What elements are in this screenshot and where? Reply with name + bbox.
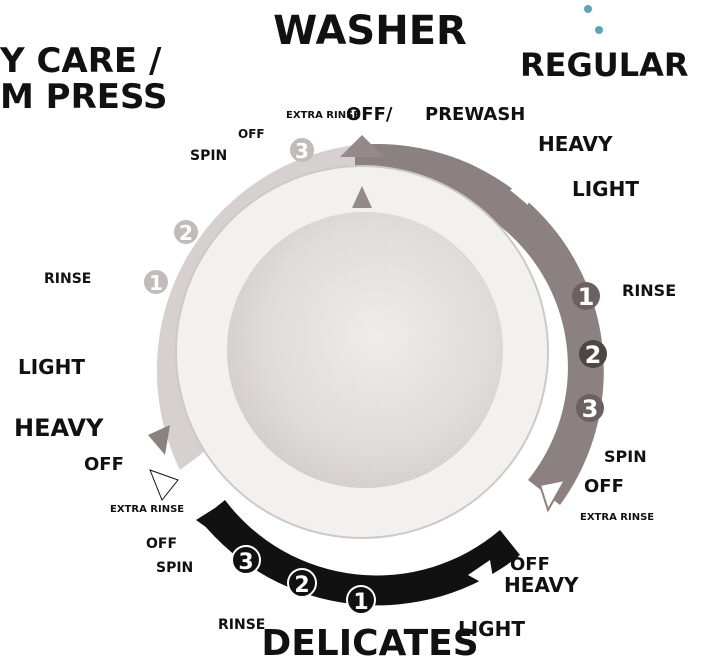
top-setting-marker (340, 135, 384, 157)
regular-rinse-label: RINSE (622, 281, 676, 300)
delicates-spin-label: SPIN (156, 560, 193, 576)
perm-step-2: 2 (179, 221, 193, 245)
regular-off-label: OFF/ (346, 104, 393, 125)
perm-off-label: OFF (238, 127, 265, 141)
delicates-extra-rinse2-label: EXTRA RINSE (580, 512, 654, 523)
regular-heavy-marker (492, 140, 520, 165)
delicates-band (200, 500, 520, 606)
perm-off2-label: OFF (84, 454, 124, 475)
perm-rinse-label: RINSE (44, 271, 91, 287)
delicates-light-label: LIGHT (458, 617, 525, 641)
regular-extra-rinse-label: EXTRA RINSE (286, 110, 360, 121)
regular-header: REGULAR (520, 46, 689, 84)
regular-light-label: LIGHT (572, 177, 639, 201)
perm-spin-label: SPIN (190, 148, 227, 164)
washer-title: WASHER (273, 8, 467, 54)
delicates-extra-rinse-label: EXTRA RINSE (110, 504, 184, 515)
perm-care-header-line1: Y CARE / (0, 41, 162, 81)
regular-spin-label: SPIN (604, 447, 647, 466)
delicates-rinse-label: RINSE (218, 617, 265, 633)
delicates-off-marker (196, 508, 215, 530)
perm-heavy-marker (148, 425, 170, 455)
perm-light-label: LIGHT (18, 355, 85, 379)
perm-step-3: 3 (295, 139, 309, 163)
delicates-off2-label: OFF (510, 554, 550, 575)
indicator-dot-2 (595, 26, 603, 34)
regular-step-1: 1 (578, 283, 595, 311)
delicates-header: DELICATES (261, 623, 478, 664)
delicates-step-3: 3 (238, 550, 253, 575)
perm-off-marker (149, 469, 179, 501)
regular-band (355, 143, 604, 505)
delicates-heavy-marker (468, 560, 495, 590)
delicates-heavy-label: HEAVY (504, 573, 579, 597)
regular-step-3: 3 (582, 395, 599, 423)
delicates-off-label: OFF (146, 536, 177, 552)
regular-heavy-label: HEAVY (538, 132, 613, 156)
perm-care-header-line2: M PRESS (0, 77, 167, 117)
dial-pointer (352, 186, 372, 208)
regular-step-2: 2 (585, 341, 602, 369)
regular-prewash-label: PREWASH (425, 104, 525, 125)
delicates-step-1: 1 (353, 590, 368, 615)
perm-light-marker (120, 378, 142, 410)
regular-off-marker (538, 478, 567, 513)
perm-heavy-label: HEAVY (14, 414, 104, 442)
regular-light-marker (510, 178, 535, 205)
indicator-dot-1 (584, 5, 592, 13)
delicates-step-2: 2 (294, 573, 309, 598)
regular-off2-label: OFF (584, 476, 624, 497)
perm-step-1: 1 (149, 271, 163, 295)
